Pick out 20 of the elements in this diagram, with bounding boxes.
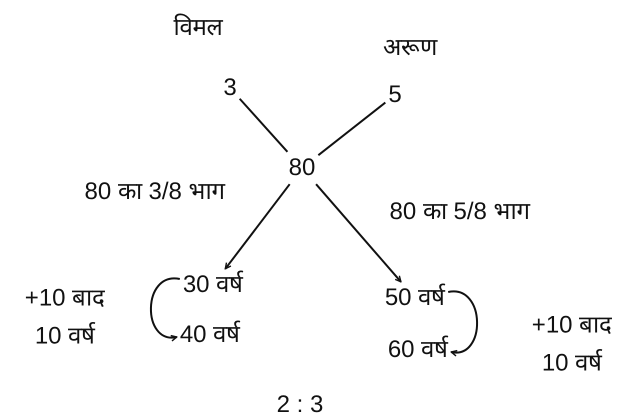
ratio-label: 2 : 3	[276, 392, 324, 418]
value-text: 5	[388, 82, 402, 108]
connector-line	[238, 98, 288, 152]
arrow	[448, 290, 478, 356]
edge-label: +10 बाद 10 वर्ष	[24, 284, 106, 352]
arrow	[150, 278, 180, 341]
value-text: 60 वर्ष	[388, 336, 448, 364]
name-label: अरूण	[383, 34, 437, 62]
edge-label: 80 का 3/8 भाग	[84, 178, 226, 206]
arrow	[224, 184, 290, 270]
edge-label: +10 बाद 10 वर्ष	[530, 310, 614, 379]
value-text: 80	[288, 154, 316, 182]
name-label: विमल	[174, 14, 222, 42]
edge-label: 80 का 5/8 भाग	[389, 198, 531, 226]
value-text: 50 वर्ष	[384, 284, 446, 312]
connector-line	[318, 102, 386, 156]
value-text: 3	[223, 74, 237, 102]
arrow	[315, 184, 402, 282]
value-text: 40 वर्ष	[180, 322, 240, 348]
value-text: 30 वर्ष	[182, 272, 244, 298]
